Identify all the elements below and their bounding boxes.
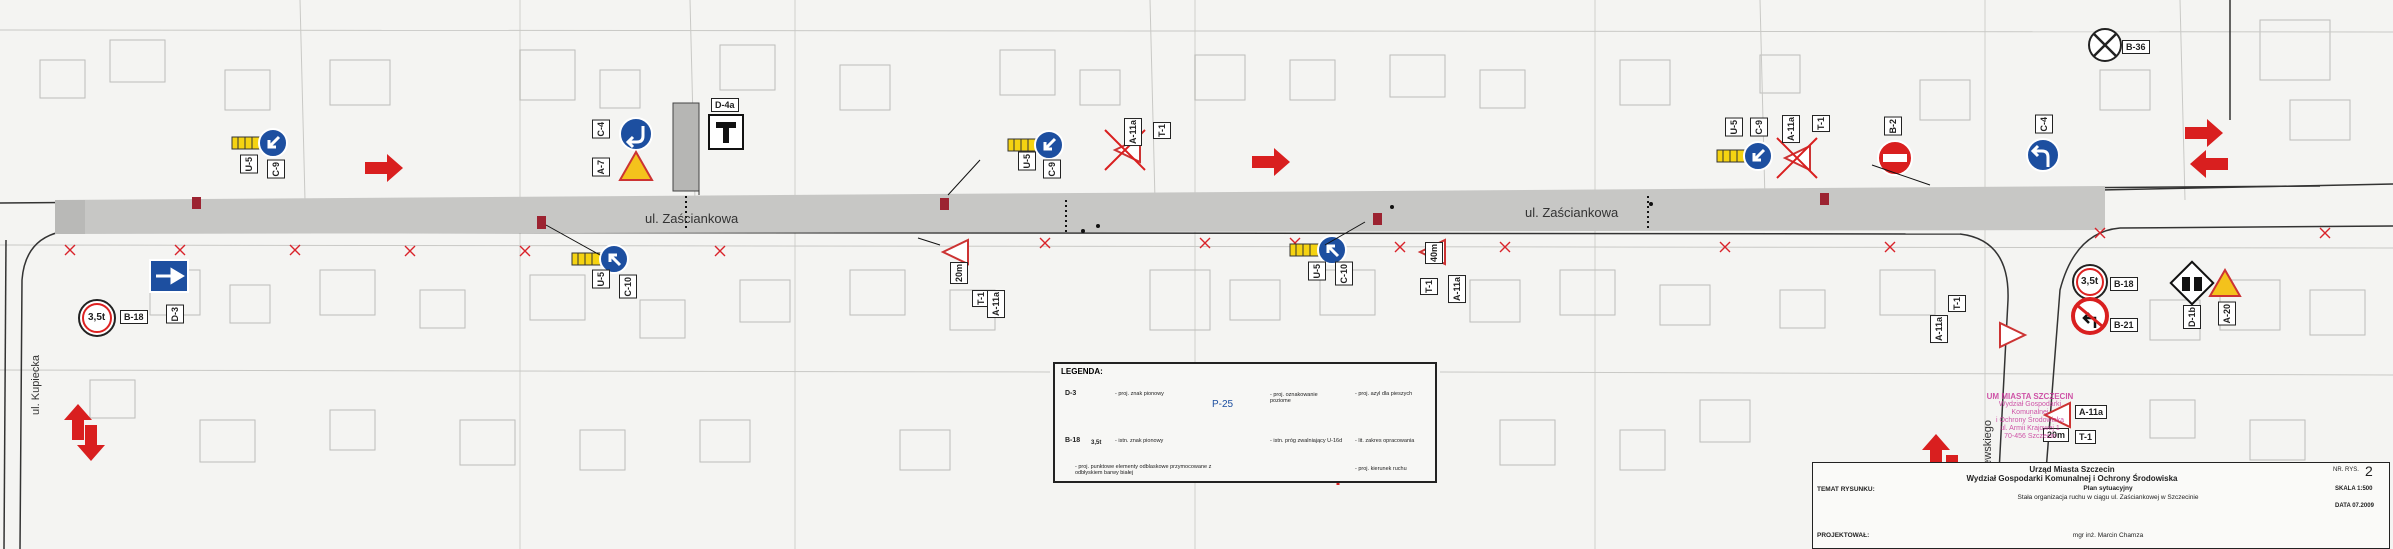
sign-code-a11a-e: A-11a <box>1930 315 1948 344</box>
legend-range-desc: - lit. zakres opracowania <box>1355 438 1415 444</box>
sign-code-b18-right: B-18 <box>2110 277 2138 291</box>
sign-code-a11a-a: A-11a <box>987 290 1005 319</box>
weight-limit-sign-left <box>78 299 116 337</box>
no-left-turn-sign <box>2071 297 2109 335</box>
red-crossing-marks <box>64 227 2331 257</box>
stamp-line-1: UM MIASTA SZCZECIN <box>1986 392 2074 401</box>
legend-weight-text: 3,5t <box>1091 440 1102 446</box>
title-scale: SKALA 1:500 <box>2335 486 2373 492</box>
legend-u16-desc: - istn. próg zwalniający U-16d <box>1270 438 1343 444</box>
sign-code-t1-c: T-1 <box>1420 278 1438 296</box>
dead-end-sign-group <box>672 102 744 195</box>
distance-plate-b: 40m <box>1425 242 1443 265</box>
sign-code-c4: C-4 <box>592 120 610 139</box>
weight-limit-text-right: 3,5t <box>2081 276 2099 287</box>
sign-code-u5-e: U-5 <box>1725 118 1743 137</box>
sign-code-a11a-b: A-11a <box>1124 118 1142 147</box>
legend-p25-desc: - proj. oznakowanie poziome <box>1270 392 1318 404</box>
stamp-line-2: Wydział Gospodarki Komunalnej <box>1998 401 2062 416</box>
legend-d3-code: D-3 <box>1065 390 1077 397</box>
sign-code-c9-b: C-9 <box>1043 160 1061 179</box>
title-office: Urząd Miasta Szczecin <box>2029 465 2115 474</box>
sign-code-a11a-f: A-11a <box>2075 405 2108 419</box>
building-outlines <box>39 19 2366 471</box>
sign-code-t1-b: T-1 <box>1153 122 1171 140</box>
sign-code-c4-right: C-4 <box>2035 115 2053 134</box>
stamp-line-3: i Ochrony Środowiska <box>1995 417 2065 424</box>
title-subject: Stała organizacja ruchu w ciągu ul. Zaśc… <box>2017 494 2199 501</box>
sign-code-c9-c: C-9 <box>1750 118 1768 137</box>
distance-plate-a: 20m <box>950 262 968 285</box>
legend-arrow-desc: - proj. kierunek ruchu <box>1355 466 1407 472</box>
no-stopping-sign <box>2088 28 2122 62</box>
street-name-main-right: ul. Zaściankowa <box>1525 205 1619 220</box>
legend-dots-desc: - proj. punktowe elementy odblaskowe prz… <box>1075 464 1212 476</box>
sign-code-b18-left: B-18 <box>120 310 148 324</box>
keep-right-group-1 <box>231 128 288 158</box>
keep-left-group-2 <box>1289 235 1347 265</box>
office-stamp: UM MIASTA SZCZECIN Wydział Gospodarki Ko… <box>1980 393 2080 441</box>
sign-posts <box>1081 202 1653 233</box>
c4-a7-sign-group <box>618 117 654 181</box>
sign-code-d4a: D-4a <box>711 98 739 112</box>
cadastral-lines <box>0 0 2393 376</box>
turn-left-sign <box>2026 138 2060 172</box>
legend-p25-code: P-25 <box>1212 399 1234 410</box>
legend-b18-code: B-18 <box>1065 437 1081 444</box>
sign-code-a20: A-20 <box>2218 302 2236 326</box>
sign-code-a11a-c: A-11a <box>1448 275 1466 304</box>
keep-left-group-1 <box>571 244 629 274</box>
title-designer: mgr inż. Marcin Chamza <box>2072 532 2144 539</box>
legend-d3-desc: - proj. znak pionowy <box>1115 391 1164 397</box>
weight-limit-text-left: 3,5t <box>88 312 106 323</box>
title-plan: Plan sytuacyjny <box>2083 485 2133 492</box>
sign-code-t1-f: T-1 <box>2075 430 2097 444</box>
legend-b18-desc: - istn. znak pionowy <box>1115 438 1164 444</box>
sign-code-a7: A-7 <box>592 158 610 177</box>
title-dept: Wydział Gospodarki Komunalnej i Ochrony … <box>1966 474 2178 483</box>
sign-code-d3-left: D-3 <box>166 305 184 324</box>
sign-code-b2: B-2 <box>1884 117 1902 136</box>
sign-code-a11a-d: A-11a <box>1782 115 1800 144</box>
legend-island-desc: - proj. azyl dla pieszych <box>1355 391 1413 397</box>
stamp-line-4: ul. Armii Krajowej 1 <box>2000 425 2060 432</box>
sign-code-c10-a: C-10 <box>619 275 637 299</box>
one-way-sign <box>149 259 189 293</box>
speed-bump-marks <box>685 196 1649 232</box>
no-entry-sign <box>1877 140 1913 176</box>
title-block: Urząd Miasta Szczecin Wydział Gospodarki… <box>1812 462 2390 549</box>
title-designer-label: PROJEKTOWAŁ: <box>1817 532 1870 539</box>
sign-code-u5-a: U-5 <box>240 155 258 174</box>
title-date: DATA 07.2009 <box>2335 503 2374 509</box>
road-surface-side <box>55 200 85 234</box>
title-subject-label: TEMAT RYSUNKU: <box>1817 486 1875 493</box>
sign-code-c10-b: C-10 <box>1335 262 1353 286</box>
sign-code-c9-a: C-9 <box>267 160 285 179</box>
sign-code-b36: B-36 <box>2122 40 2150 54</box>
sign-code-t1-e: T-1 <box>1948 295 1966 313</box>
keep-right-group-3 <box>1716 141 1773 171</box>
title-nr-value: 2 <box>2365 463 2373 479</box>
keep-right-group-2 <box>1007 130 1064 160</box>
sign-code-u5-d: U-5 <box>1308 262 1326 281</box>
sign-code-d1b: D-1b <box>2183 305 2201 329</box>
sign-code-u5-c: U-5 <box>1018 152 1036 171</box>
legend-title: LEGENDA: <box>1061 367 1103 376</box>
street-name-side-left: ul. Kupiecka <box>30 355 42 415</box>
sign-code-t1-d: T-1 <box>1812 115 1830 133</box>
sign-code-u5-b: U-5 <box>592 270 610 289</box>
priority-road-sign-group <box>2169 260 2242 306</box>
leader-lines <box>545 159 1931 256</box>
stamp-line-5: 70-456 Szczecin <box>2004 433 2056 440</box>
legend-box: LEGENDA: D-3 - proj. znak pionowy B-18 3… <box>1053 362 1437 483</box>
street-name-main-left: ul. Zaściankowa <box>645 211 739 226</box>
distance-plate-c: 20m <box>2043 428 2070 442</box>
title-nr-label: NR. RYS. <box>2333 467 2359 473</box>
sign-code-b21: B-21 <box>2110 318 2138 332</box>
pedestrian-islands <box>192 193 1829 229</box>
road-surface <box>55 186 2105 234</box>
